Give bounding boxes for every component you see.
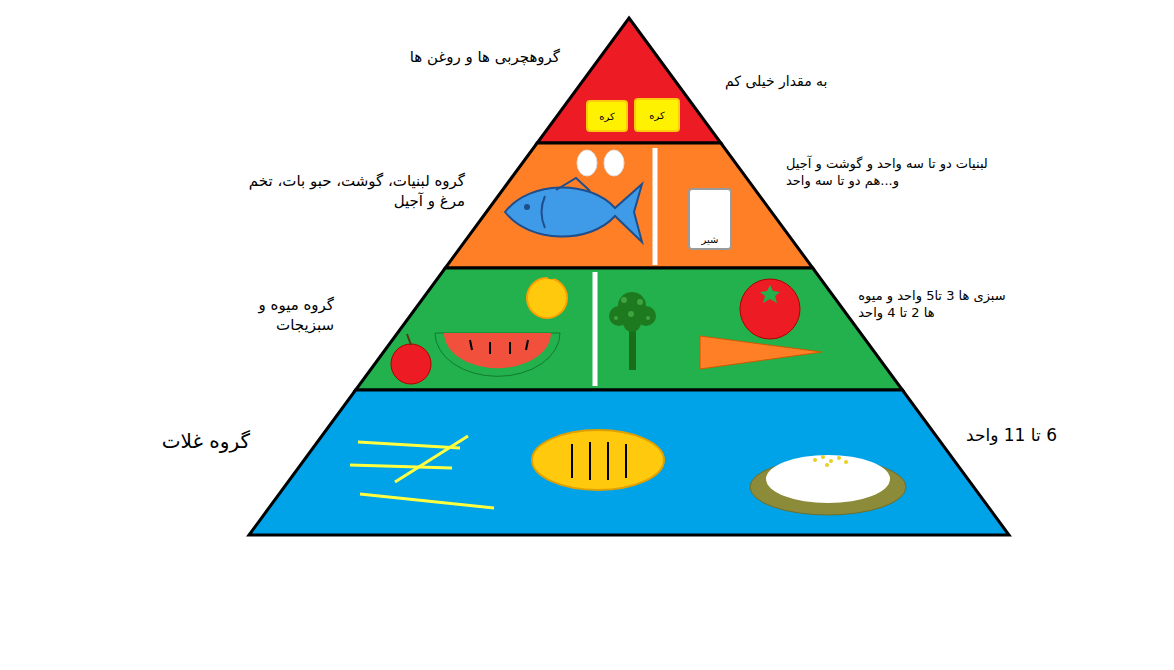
butter-box: کره: [634, 98, 680, 132]
food-label: کره: [599, 111, 615, 122]
group-heading: گروه میوه و سبزیجات: [209, 296, 334, 335]
tomato: [740, 279, 800, 339]
band-fill: [356, 268, 903, 390]
garnish-dot: [837, 456, 841, 460]
divider-line: [653, 148, 658, 265]
floret-dot: [628, 311, 634, 317]
pyramid-band: گروه غلات 6 تا 11 واحد: [0, 390, 1174, 535]
leaf: [668, 351, 700, 353]
serving-note: سبزی ها 3 تا5 واحد و میوه ها 2 تا 4 واحد: [858, 288, 1018, 322]
seed: [526, 340, 528, 350]
food-label: کره: [649, 110, 665, 121]
rice: [766, 455, 890, 503]
band-shape: [0, 268, 1174, 390]
pyramid-band: گروهچربی ها و روغن ها به مقدار خیلی کم کره…: [0, 18, 1174, 143]
band-shape: [0, 390, 1174, 535]
serving-note: لبنیات دو تا سه واحد و گوشت و آجیل و...ه…: [786, 156, 1021, 190]
garnish-dot: [825, 463, 829, 467]
band-fill: [537, 18, 721, 143]
band-shape: [0, 143, 1174, 268]
bread-lines: [572, 442, 626, 480]
group-heading: گروهچربی ها و روغن ها: [300, 48, 560, 68]
band-fill: [249, 390, 1009, 535]
watermelon-flesh: [444, 333, 551, 368]
bread: [532, 430, 664, 490]
food-label: شیر: [702, 234, 719, 245]
garnish-dot: [813, 458, 817, 462]
garnish-dot: [844, 460, 848, 464]
rice-garnish: [813, 455, 848, 467]
floret-dot: [637, 299, 643, 305]
garnish-dot: [821, 455, 825, 459]
bread-line: [625, 444, 627, 478]
seed: [470, 340, 472, 350]
serving-note: 6 تا 11 واحد: [966, 424, 1156, 446]
seed: [509, 342, 511, 354]
fish-gill: [542, 196, 546, 228]
band-fill: [445, 143, 813, 268]
fish-eye: [524, 204, 530, 210]
divider-line: [593, 272, 598, 386]
orange-fruit: [527, 278, 567, 318]
tomato-leaf: [760, 285, 780, 303]
milk-carton: شیر: [688, 188, 732, 250]
seed: [489, 342, 491, 354]
pyramid-band: گروه میوه و سبزیجات سبزی ها 3 تا5 واحد و …: [0, 268, 1174, 390]
pyramid-band: گروه لبنیات، گوشت، حبو بات، تخم مرغ و آج…: [0, 143, 1174, 268]
garnish-dot: [829, 459, 833, 463]
group-heading: گروه لبنیات، گوشت، حبو بات، تخم مرغ و آج…: [225, 172, 465, 211]
floret-dot: [614, 316, 618, 320]
group-heading: گروه غلات: [50, 428, 250, 454]
butter-box: کره: [586, 100, 628, 132]
bread-line: [571, 444, 573, 478]
bread-line: [589, 442, 591, 480]
watermelon-seeds: [470, 340, 528, 354]
egg: [604, 150, 624, 176]
apple: [391, 344, 431, 384]
bread-line: [607, 442, 609, 480]
egg: [577, 150, 597, 176]
floret-dot: [646, 316, 650, 320]
floret-dot: [621, 297, 627, 303]
serving-note: به مقدار خیلی کم: [725, 72, 925, 90]
